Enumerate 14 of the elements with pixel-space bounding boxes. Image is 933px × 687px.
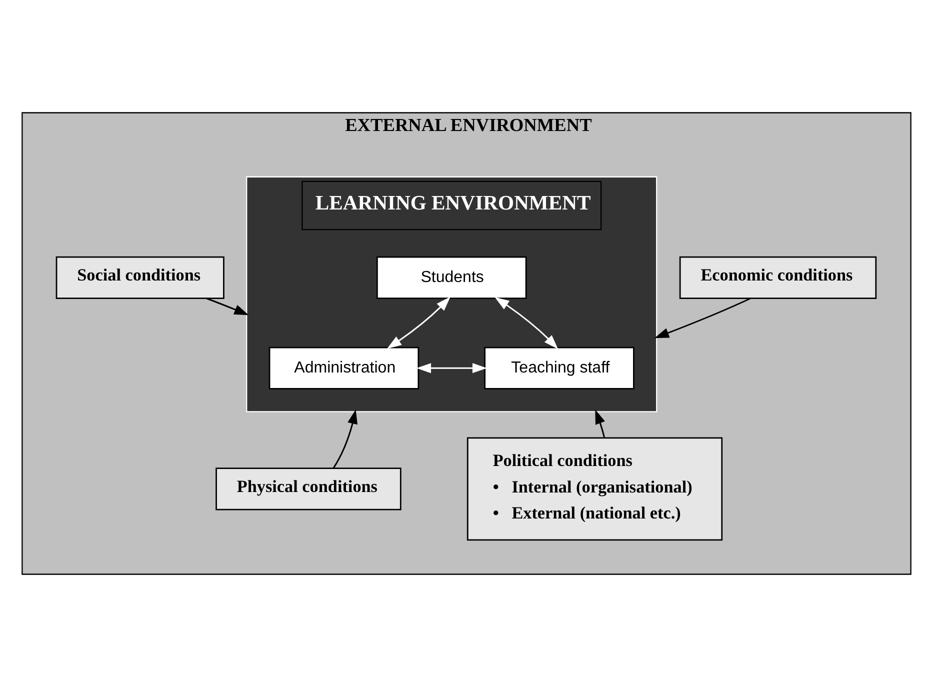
node-box: Teaching staff (484, 346, 634, 390)
arrow (416, 363, 487, 374)
arrow (654, 298, 751, 338)
node-box: Administration (268, 346, 420, 390)
arrow (595, 410, 606, 438)
node-box: Physical conditions (216, 468, 402, 510)
arrow (387, 296, 450, 349)
node-box: Social conditions (56, 256, 224, 299)
node-box: Economic conditions (679, 256, 877, 299)
node-box: Political conditions • Internal (organisational) • External (national etc.) (466, 437, 723, 541)
arrow (332, 409, 358, 469)
node-box: Students (376, 256, 527, 299)
arrow (494, 297, 558, 350)
arrow (206, 298, 249, 316)
